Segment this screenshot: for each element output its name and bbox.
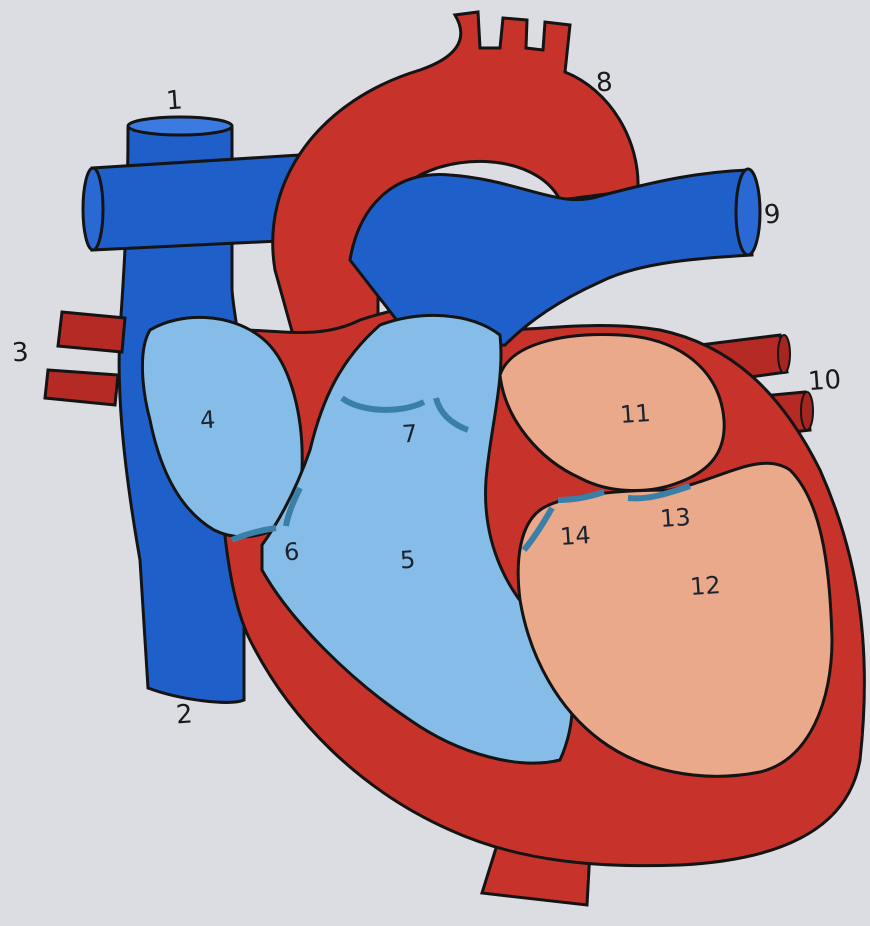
label-12: 12 [689, 573, 721, 599]
label-11: 11 [619, 401, 651, 427]
label-9: 9 [763, 201, 781, 228]
right-pulmonary-vein-lower-opening [801, 392, 813, 430]
label-5: 5 [399, 547, 416, 572]
label-10: 10 [807, 367, 842, 395]
label-2: 2 [175, 701, 193, 728]
left-pulmonary-vein-upper [58, 312, 125, 352]
vena-cava-opening [128, 117, 232, 135]
label-6: 6 [283, 539, 300, 564]
label-4: 4 [199, 407, 216, 432]
right-pulmonary-vein-upper-opening [778, 335, 790, 373]
label-3: 3 [11, 339, 29, 366]
label-14: 14 [559, 523, 591, 549]
pulmonary-artery-opening [736, 169, 760, 255]
label-13: 13 [659, 505, 691, 531]
left-pulmonary-vessel [92, 155, 300, 250]
left-pulmonary-vein-lower [45, 370, 118, 405]
label-8: 8 [595, 69, 613, 96]
left-pulmonary-opening [83, 168, 103, 250]
label-7: 7 [401, 421, 418, 446]
label-1: 1 [165, 87, 183, 114]
